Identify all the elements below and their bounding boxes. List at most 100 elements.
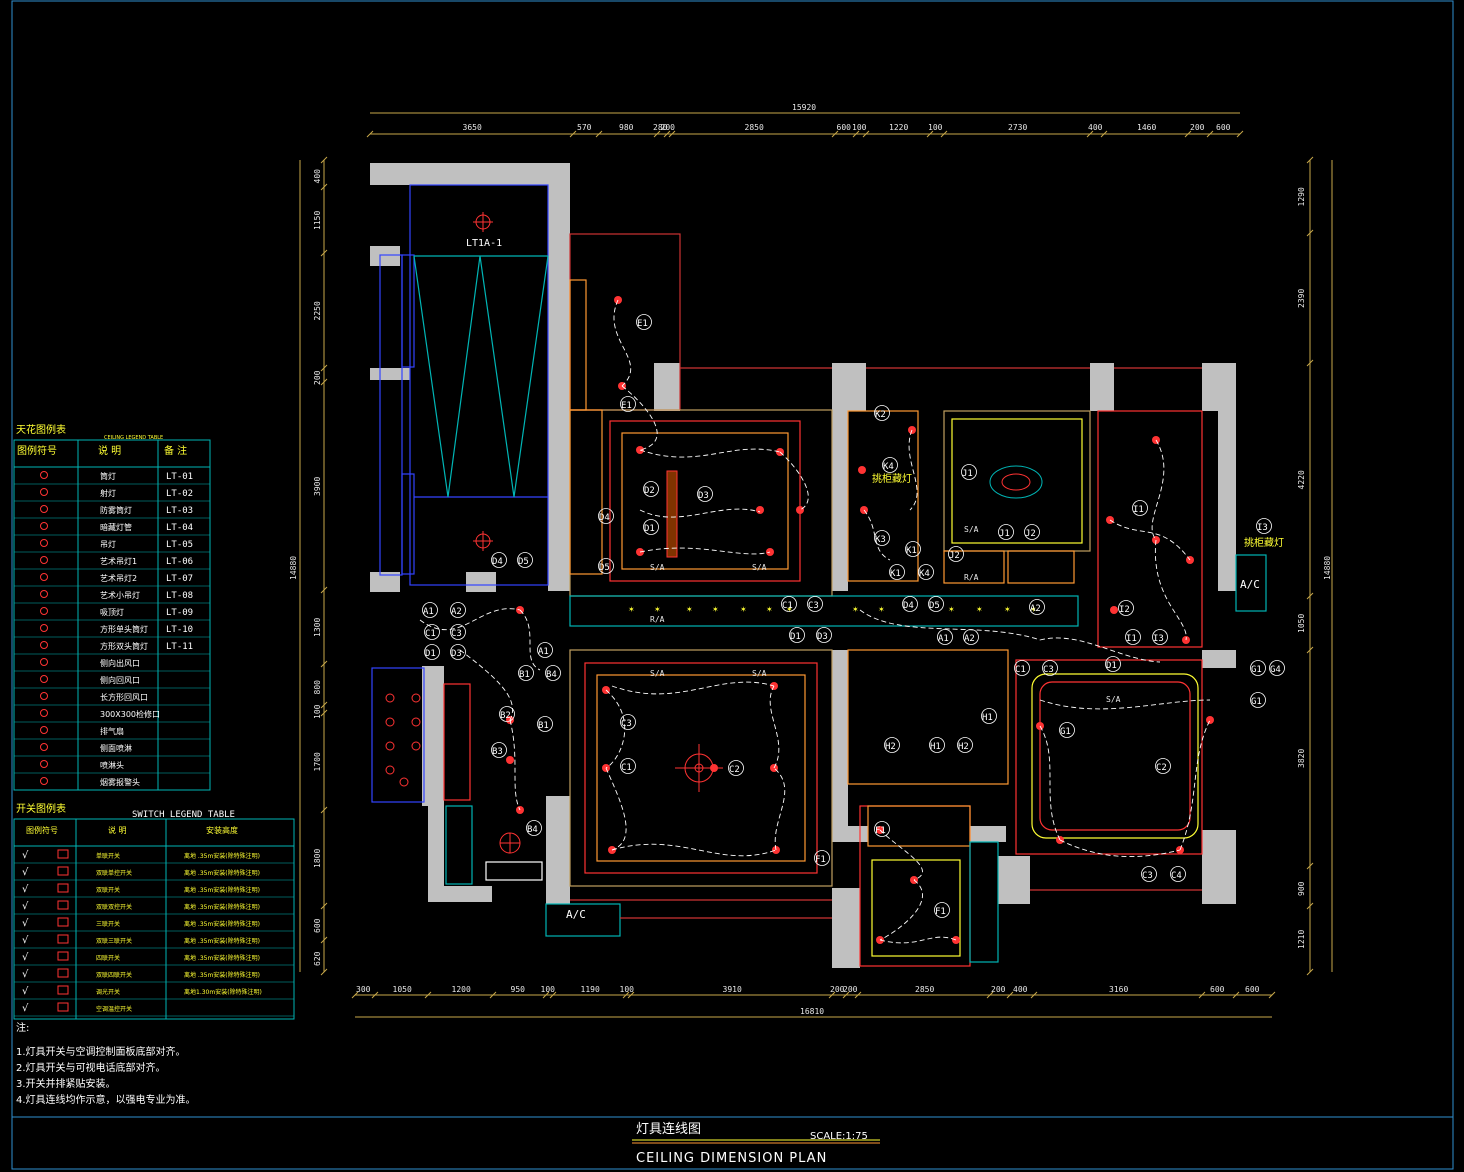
circuit-label: C1	[425, 629, 436, 639]
dim-top-segment: 1220	[889, 123, 908, 132]
circuit-label-circle	[517, 552, 533, 568]
dim-top-total: 15920	[792, 103, 816, 112]
circuit-label-circle	[807, 596, 823, 612]
sa-label-6: S/A	[964, 525, 979, 534]
dim-left-total: 14880	[289, 556, 298, 580]
spot-light-icon	[796, 506, 804, 514]
dim-left-segment: 3900	[313, 477, 322, 496]
circuit-label: H1	[930, 742, 941, 752]
recessed-light-icon: ✶	[878, 605, 885, 614]
legend-symbol-icon	[40, 692, 48, 700]
circuit-label-circle	[450, 602, 466, 618]
circuit-label-circle	[874, 405, 890, 421]
circuit-label-circle	[697, 486, 713, 502]
circuit-label: J1	[962, 469, 973, 479]
circuit-label: J1	[999, 529, 1010, 539]
downlight-icon	[385, 717, 395, 727]
dim-bottom-segment: 950	[511, 985, 526, 994]
circuit-label: H2	[885, 742, 896, 752]
circuit-label: D4	[903, 601, 914, 611]
circuit-label: A1	[938, 634, 949, 644]
circuit-label: H2	[958, 742, 969, 752]
circuit-label: A1	[423, 607, 434, 617]
switch-symbol-icon: √	[22, 1003, 29, 1014]
dim-right-segment: 1210	[1297, 930, 1306, 949]
circuit-label-circle	[598, 558, 614, 574]
spot-light-icon	[1110, 606, 1118, 614]
switch-panel-icon	[57, 951, 69, 961]
dim-bottom-segment: 300	[356, 985, 371, 994]
dim-top-segment: 200	[1190, 123, 1205, 132]
ceiling-legend-title: 天花图例表	[16, 423, 66, 436]
ceiling-legend-code: LT-06	[166, 557, 193, 567]
circuit-label-circle	[450, 624, 466, 640]
circuit-label: F1	[815, 855, 826, 865]
circuit-label-circle	[1141, 866, 1157, 882]
ceiling-legend-desc: 艺术吊灯2	[100, 573, 137, 583]
ceiling-legend-code: LT-03	[166, 506, 193, 516]
ceiling-legend-desc: 艺术吊灯1	[100, 556, 137, 566]
circuit-label-circle	[526, 820, 542, 836]
downlight-icon	[385, 741, 395, 751]
circuit-label: D1	[790, 632, 801, 642]
dim-bottom-segment: 600	[1245, 985, 1260, 994]
spot-light-icon	[858, 466, 866, 474]
dim-left-segment: 2250	[313, 301, 322, 320]
notes: 注: 1.灯具开关与空调控制面板底部对齐。 2.灯具开关与可视电话底部对齐。 3…	[16, 1021, 196, 1106]
circuit-label-circle	[1059, 722, 1075, 738]
circuit-label-circle	[620, 396, 636, 412]
legend-symbol-icon	[40, 760, 48, 768]
circuit-label-circle	[963, 629, 979, 645]
ac-label-1: A/C	[566, 908, 586, 921]
circuit-label-circle	[874, 821, 890, 837]
circuit-label: D3	[698, 491, 709, 501]
switch-legend-height: 离地 .35m安装(除特殊注明)	[184, 954, 260, 962]
switch-panel-icon	[57, 883, 69, 893]
dim-bottom-segment: 2850	[915, 985, 934, 994]
circuit-label-circle	[882, 457, 898, 473]
circuit-label-circle	[1250, 692, 1266, 708]
switch-legend-desc: 单联开关	[96, 852, 120, 860]
circuit-label-circle	[1029, 599, 1045, 615]
circuit-label: D1	[425, 649, 436, 659]
dim-bottom-segment: 1190	[581, 985, 600, 994]
switch-legend-desc: 双联双控开关	[96, 903, 132, 911]
switch-legend-height: 离地 .35m安装(除特殊注明)	[184, 903, 260, 911]
circuit-label-circle	[537, 716, 553, 732]
ceiling-legend-desc: 艺术小吊灯	[100, 590, 140, 600]
ceiling-legend-desc: 排气扇	[100, 726, 124, 736]
circuit-label-circle	[499, 706, 515, 722]
circuit-label-circle	[728, 760, 744, 776]
dim-left-segment: 1800	[313, 849, 322, 868]
recessed-light-icon: ✶	[654, 605, 661, 614]
legend-symbol-icon	[40, 675, 48, 683]
circuit-label-circle	[781, 596, 797, 612]
ceiling-legend-desc: 吸顶灯	[100, 607, 124, 617]
recessed-light-icon: ✶	[686, 605, 693, 614]
switch-legend-height: 离地 .35m安装(除特殊注明)	[184, 869, 260, 877]
circuit-label: I1	[1133, 505, 1144, 515]
circuit-label-circle	[636, 314, 652, 330]
switch-legend-desc: 双联三联开关	[96, 937, 132, 945]
switch-panel-icon	[57, 1002, 69, 1012]
circuit-label-circle	[450, 644, 466, 660]
circuit-label-circle	[620, 758, 636, 774]
dim-top-segment: 200	[661, 123, 676, 132]
circuit-label-circle	[934, 902, 950, 918]
circuit-label-circle	[545, 665, 561, 681]
circuit-label-circle	[1132, 500, 1148, 516]
drawing-title-cn: 灯具连线图	[636, 1121, 701, 1137]
circuit-label: G1	[1251, 665, 1262, 675]
ceiling-legend-desc: 筒灯	[100, 471, 116, 481]
dim-top-segment: 1460	[1137, 123, 1156, 132]
dim-top-segment: 2730	[1008, 123, 1027, 132]
dim-top-segment: 600	[1216, 123, 1231, 132]
circuit-label-circle	[814, 850, 830, 866]
dim-top-segment: 2850	[745, 123, 764, 132]
circuit-label: I3	[1153, 634, 1164, 644]
dim-right-segment: 3820	[1297, 749, 1306, 768]
ceiling-legend-code: LT-09	[166, 608, 193, 618]
dim-right-segment: 900	[1297, 881, 1306, 896]
dimension-ticks	[320, 130, 1314, 999]
dim-top-segment: 3650	[463, 123, 482, 132]
